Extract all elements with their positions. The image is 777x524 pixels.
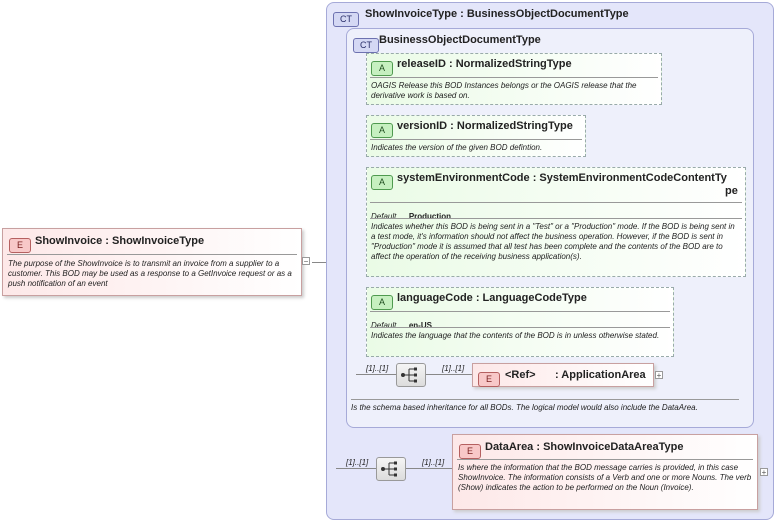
inner-type-description: Is the schema based inheritance for all …	[351, 403, 698, 412]
connector-seq1-left	[356, 374, 396, 375]
expand-plus-icon[interactable]: +	[760, 468, 768, 477]
default-label: Default	[371, 212, 397, 221]
attribute-badge: A	[371, 172, 393, 190]
data-area-title: DataArea : ShowInvoiceDataAreaType	[485, 441, 684, 453]
default-row: Default en-US	[371, 315, 432, 333]
data-area-element[interactable]: E DataArea : ShowInvoiceDataAreaType Is …	[452, 434, 758, 510]
attribute-title: versionID : NormalizedStringType	[397, 120, 573, 132]
data-area-description: Is where the information that the BOD me…	[458, 463, 752, 492]
root-element-description: The purpose of the ShowInvoice is to tra…	[8, 259, 292, 288]
connector-seq1-right	[426, 374, 472, 375]
default-value: en-US	[408, 321, 432, 330]
sequence1-multiplicity-right: [1]..[1]	[442, 364, 465, 373]
attribute-release-id[interactable]: A releaseID : NormalizedStringType OAGIS…	[366, 53, 662, 105]
attribute-system-environment-code[interactable]: A systemEnvironmentCode : SystemEnvironm…	[366, 167, 746, 277]
complex-type-badge: CT	[333, 9, 359, 27]
default-value: Production	[408, 212, 452, 221]
element-badge: E	[459, 441, 481, 459]
sequence1-multiplicity-left: [1]..[1]	[366, 364, 389, 373]
default-row: Default Production	[371, 206, 451, 224]
attribute-badge: A	[371, 120, 393, 138]
ref-label: <Ref>	[505, 369, 536, 381]
attribute-description: Indicates the version of the given BOD d…	[371, 143, 543, 152]
application-area-title: : ApplicationArea	[555, 369, 646, 381]
element-badge: E	[9, 235, 31, 253]
attribute-badge: A	[371, 58, 393, 76]
root-element-title: ShowInvoice : ShowInvoiceType	[35, 235, 205, 247]
sequence2-multiplicity-left: [1]..[1]	[346, 458, 369, 467]
attribute-language-code[interactable]: A languageCode : LanguageCodeType Defaul…	[366, 287, 674, 357]
expand-plus-icon[interactable]: +	[655, 371, 663, 380]
connector-seq2-right	[406, 468, 452, 469]
attribute-title: systemEnvironmentCode : SystemEnvironmen…	[397, 172, 727, 184]
attribute-description: Indicates whether this BOD is being sent…	[371, 222, 735, 261]
attribute-version-id[interactable]: A versionID : NormalizedStringType Indic…	[366, 115, 586, 157]
attribute-description: OAGIS Release this BOD Instances belongs…	[371, 81, 637, 100]
default-label: Default	[371, 321, 397, 330]
attribute-title: releaseID : NormalizedStringType	[397, 58, 572, 70]
sequence2-multiplicity-right: [1]..[1]	[422, 458, 445, 467]
attribute-title-continued: pe	[725, 185, 738, 197]
connector-root-to-outer	[312, 262, 336, 263]
application-area-element[interactable]: E <Ref> : ApplicationArea	[472, 363, 654, 387]
attribute-title: languageCode : LanguageCodeType	[397, 292, 587, 304]
attribute-badge: A	[371, 292, 393, 310]
attribute-description: Indicates the language that the contents…	[371, 331, 660, 340]
outer-type-title: ShowInvoiceType : BusinessObjectDocument…	[365, 8, 629, 20]
sequence1-sequence-icon[interactable]	[396, 363, 426, 387]
element-badge: E	[478, 369, 500, 387]
complex-type-badge: CT	[353, 35, 379, 53]
inner-type-title: BusinessObjectDocumentType	[379, 34, 541, 46]
connector-seq2-left	[336, 468, 376, 469]
sequence2-sequence-icon[interactable]	[376, 457, 406, 481]
collapse-minus-icon[interactable]: −	[302, 257, 310, 266]
root-element-card[interactable]: E ShowInvoice : ShowInvoiceType The purp…	[2, 228, 302, 296]
